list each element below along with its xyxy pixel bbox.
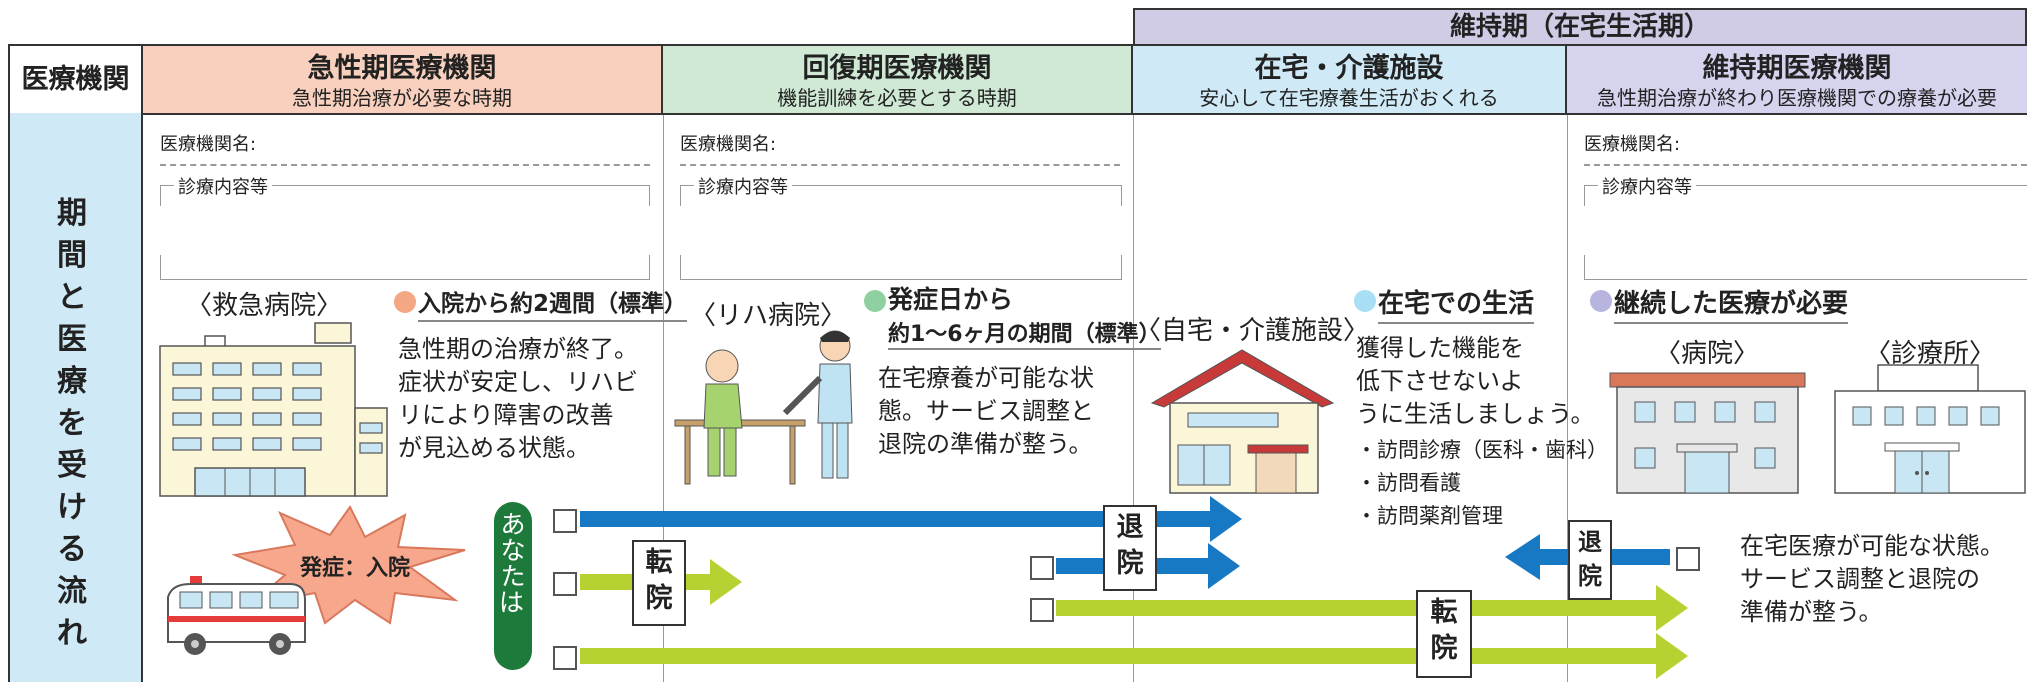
maintenance-description: 在宅医療が可能な状態。 サービス調整と退院の 準備が整う。 (1740, 532, 2004, 626)
dashed-line (160, 164, 650, 166)
period-dot-orange (394, 291, 416, 313)
discharge-label-box: 退院 (1568, 520, 1612, 600)
emergency-hospital-icon (159, 322, 388, 497)
onset-label: 発症：入院 (300, 556, 411, 581)
maintenance-period-label: 継続した医療が必要 (1614, 283, 1849, 324)
period-dot-green (864, 290, 886, 312)
discharge-label-box: 退院 (1103, 505, 1157, 591)
clinic-icon (1834, 364, 2026, 494)
institution-name-label: 医療機関名: (680, 134, 777, 155)
you-label-capsule (494, 502, 532, 670)
checkbox[interactable] (1030, 556, 1054, 580)
bracket (1584, 255, 2027, 280)
institution-name-label: 医療機関名: (1584, 134, 1681, 155)
rehab-people-icon (674, 330, 853, 485)
left-side-title: 期間と医療を受ける流れ (57, 196, 87, 651)
transfer-label-box: 転院 (632, 540, 686, 626)
period-dot-blue (1354, 290, 1376, 312)
emergency-hospital-label: 〈救急病院〉 (186, 291, 343, 321)
period-dot-purple (1590, 290, 1612, 312)
column-header-acute: 急性期医療機関 急性期治療が必要な時期 (143, 46, 663, 113)
home-services: ・訪問診療（医科・歯科） ・訪問看護 ・訪問薬剤管理 (1356, 438, 1608, 528)
checkbox[interactable] (553, 646, 577, 670)
bracket (1584, 185, 2027, 206)
header-medical-institution: 医療機関 (10, 46, 143, 113)
content-label: 診療内容等 (174, 173, 272, 199)
column-header-maintenance: 維持期医療機関 急性期治療が終わり医療機関での療養が必要 (1567, 46, 2027, 113)
bracket (160, 255, 650, 280)
divider-line (663, 115, 664, 682)
acute-period-label: 入院から約2週間（標準） (418, 284, 688, 322)
header-row (8, 44, 2027, 115)
bracket (160, 185, 650, 206)
institution-name-label: 医療機関名: (160, 134, 257, 155)
maintenance-period-header: 維持期（在宅生活期） (1133, 8, 2027, 44)
house-icon (1150, 349, 1335, 494)
blue-arrow-discharge-from-acute (580, 496, 1242, 542)
bracket (680, 185, 1122, 206)
dashed-line (1584, 164, 2027, 166)
green-arrow-transfer-from-rehab (1056, 585, 1688, 631)
transfer-label-box: 転院 (1416, 590, 1472, 678)
bracket (680, 255, 1122, 280)
checkbox[interactable] (553, 509, 577, 533)
hospital-icon (1609, 372, 1806, 494)
green-arrow-transfer-from-acute (580, 633, 1688, 679)
checkbox[interactable] (1030, 598, 1054, 622)
acute-description: 急性期の治療が終了。 症状が安定し、リハビ リにより障害の改善 が見込める状態。 (398, 335, 638, 462)
checkbox[interactable] (1676, 547, 1700, 571)
divider-line (1133, 115, 1134, 682)
clinic-label: 〈診療所〉 (1865, 339, 1996, 369)
left-side-panel: 期間と医療を受ける流れ (8, 113, 143, 682)
content-label: 診療内容等 (1598, 173, 1696, 199)
column-header-home: 在宅・介護施設 安心して在宅療養生活がおくれる (1133, 46, 1567, 113)
rehab-hospital-label: 〈リハ病院〉 (690, 301, 847, 331)
divider-line (1567, 115, 1568, 682)
rehab-description: 在宅療養が可能な状 態。サービス調整と 退院の準備が整う。 (878, 364, 1094, 458)
home-description: 獲得した機能を 低下させないよ うに生活しましょう。 (1356, 334, 1595, 428)
content-label: 診療内容等 (694, 173, 792, 199)
column-header-recovery: 回復期医療機関 機能訓練を必要とする時期 (663, 46, 1133, 113)
rehab-period-label: 発症日から 約1～6ヶ月の期間（標準） (888, 280, 1161, 350)
dashed-line (680, 164, 1120, 166)
home-period-label: 在宅での生活 (1378, 283, 1535, 324)
hospital-label: 〈病院〉 (1655, 339, 1760, 369)
ambulance-icon (167, 576, 306, 655)
checkbox[interactable] (553, 572, 577, 596)
home-facility-label: 〈自宅・介護施設〉 (1135, 316, 1370, 346)
